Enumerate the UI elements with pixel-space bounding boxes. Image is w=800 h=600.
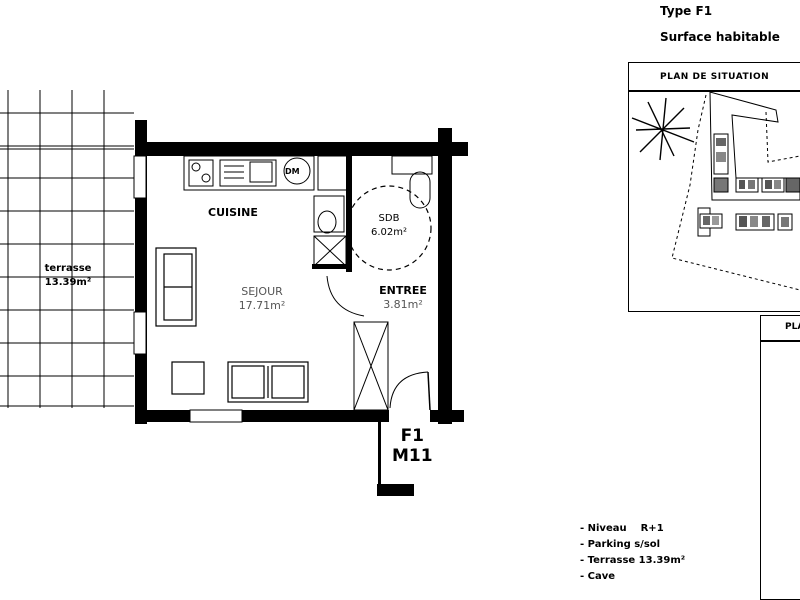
feature-parking: - Parking s/sol	[580, 539, 661, 550]
feature-terrace: - Terrasse 13.39m²	[580, 555, 686, 566]
bathroom-fixtures	[313, 155, 433, 267]
entry-closet	[353, 321, 389, 411]
lot-id: M11	[392, 446, 433, 466]
terrace-area: 13.39m²	[44, 277, 92, 288]
entree-label: ENTREE 3.81m²	[368, 284, 438, 312]
sdb-label: SDB 6.02m²	[357, 212, 421, 240]
cuisine-label: CUISINE	[208, 206, 258, 219]
apartment-type: Type F1	[660, 4, 713, 18]
sejour-name: SEJOUR	[241, 285, 283, 298]
sejour-area: 17.71m²	[238, 299, 286, 312]
situation-plan-title: PLAN DE SITUATION	[660, 72, 770, 82]
situation-plan-divider	[628, 90, 800, 92]
door-arc-entry	[389, 371, 429, 409]
sdb-turning-circle	[346, 185, 432, 271]
door-arc-sdb	[326, 275, 365, 317]
feature-cellar: - Cave	[580, 571, 616, 582]
sofa	[155, 247, 197, 327]
situation-plan-drawing	[631, 91, 800, 291]
terrace-label: terrasse 13.39m²	[20, 262, 116, 290]
entree-name: ENTREE	[379, 284, 427, 297]
secondary-plan-title: PLA	[785, 322, 800, 332]
living-surface-label: Surface habitable	[660, 30, 780, 44]
floor-plan	[0, 90, 468, 496]
terrace-name: terrasse	[44, 263, 92, 274]
armchair	[171, 361, 205, 395]
lot-type: F1	[400, 426, 425, 446]
secondary-plan-box	[760, 315, 800, 600]
secondary-plan-divider	[760, 340, 800, 342]
dm-label: DM	[285, 167, 300, 176]
sejour-label: SEJOUR 17.71m²	[222, 285, 302, 313]
sdb-name: SDB	[378, 213, 400, 224]
entree-area: 3.81m²	[383, 298, 423, 311]
lot-label: F1 M11	[392, 426, 433, 466]
sdb-area: 6.02m²	[370, 227, 407, 238]
bed	[227, 361, 309, 403]
terrace-tiles	[0, 90, 134, 408]
situation-plan-box	[628, 62, 800, 312]
kitchen-counter	[183, 155, 349, 191]
compass-star-icon	[631, 97, 695, 161]
